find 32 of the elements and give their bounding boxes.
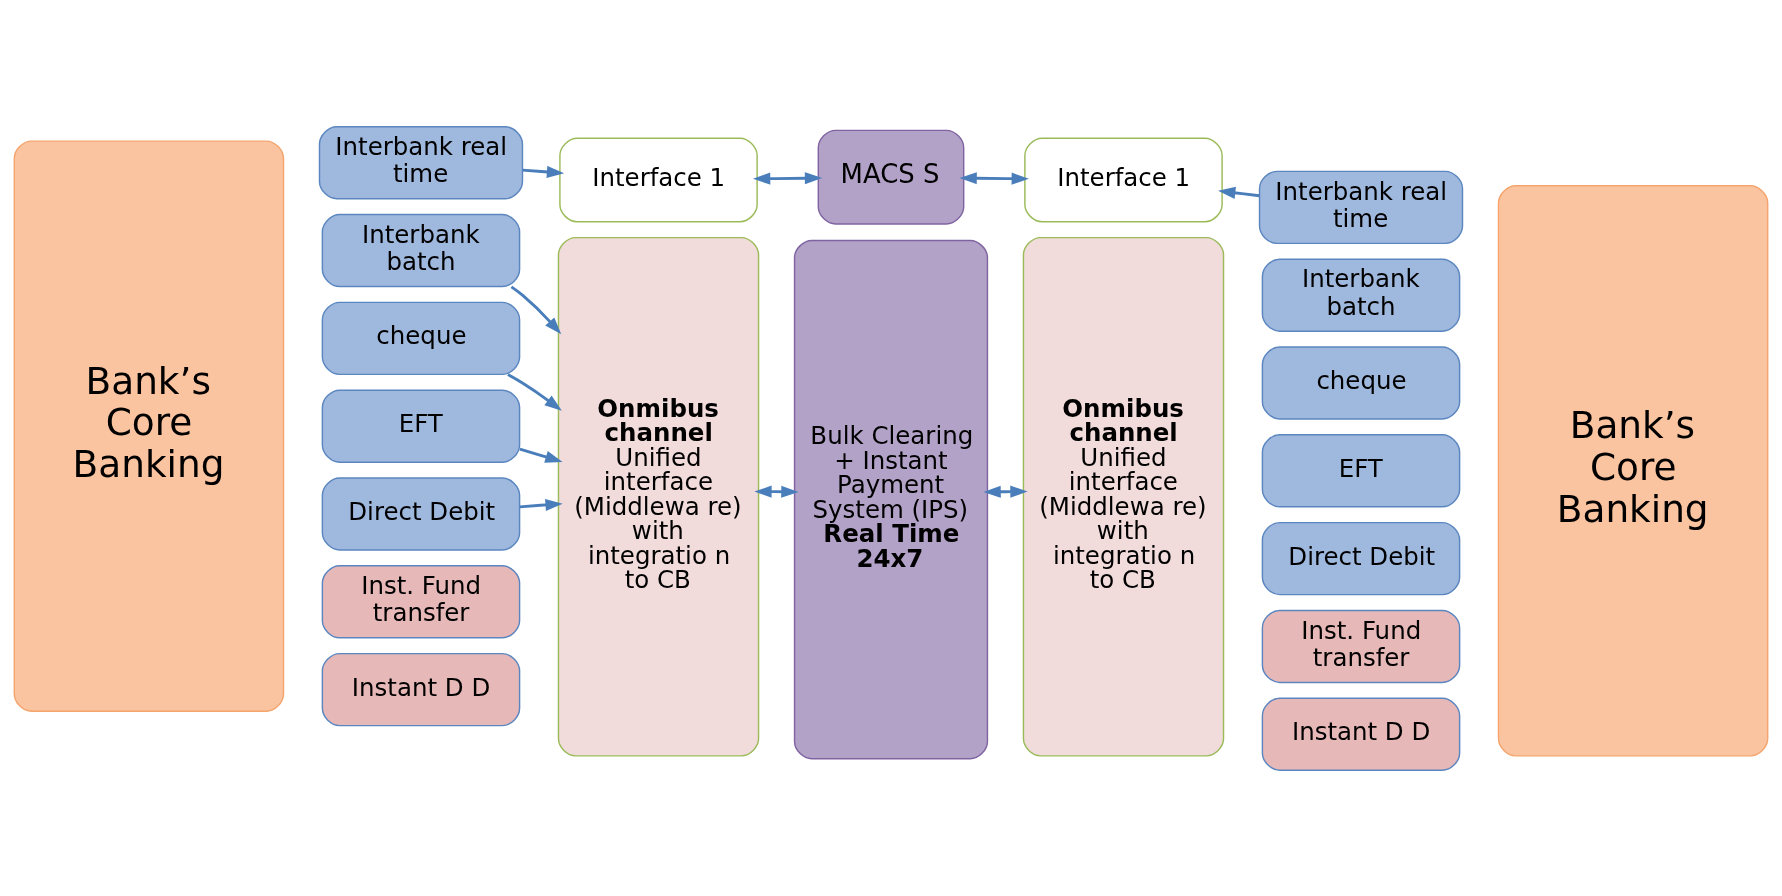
node-box: Inst. Fund transfer: [1261, 609, 1461, 683]
arrow: [752, 171, 823, 185]
node-box: Onmibus channel Unified interface (Middlewa re) with integratio n to CB: [1022, 236, 1225, 757]
node-box: Inst. Fund transfer: [321, 564, 521, 638]
arrow: [959, 171, 1029, 185]
node-box: Instant D D: [321, 652, 521, 726]
node-box: EFT: [321, 388, 521, 463]
node-box: Interface 1: [1024, 137, 1223, 222]
arrow: [507, 372, 562, 411]
node-box: Onmibus channel Unified interface (Middlewa re) with integratio n to CB: [557, 236, 760, 757]
node-box: Interbank batch: [1261, 257, 1461, 332]
arrow: [510, 285, 562, 334]
arrow: [519, 447, 563, 463]
arrow: [522, 165, 565, 178]
node-box: Interbank batch: [321, 213, 521, 287]
node-box: Bulk Clearing + Instant Payment System (IPS) Real Time 24x7: [793, 239, 989, 759]
node-box: Interbank real time: [318, 125, 524, 199]
arrow: [983, 485, 1028, 498]
node-box: Bank’s Core Banking: [1497, 184, 1769, 757]
arrow: [1218, 186, 1260, 199]
node-box: Direct Debit: [321, 476, 521, 551]
arrow: [519, 498, 563, 511]
node-box: cheque: [1261, 345, 1461, 420]
node-box: Interbank real time: [1258, 170, 1464, 244]
node-box: Interface 1: [559, 137, 758, 222]
node-box: cheque: [321, 301, 521, 375]
node-box: Instant D D: [1261, 697, 1461, 771]
node-box: Direct Debit: [1261, 521, 1461, 595]
node-box: Bank’s Core Banking: [13, 139, 285, 712]
node-box: MACS S: [817, 129, 965, 225]
node-box: EFT: [1261, 433, 1461, 508]
arrow: [754, 485, 799, 498]
